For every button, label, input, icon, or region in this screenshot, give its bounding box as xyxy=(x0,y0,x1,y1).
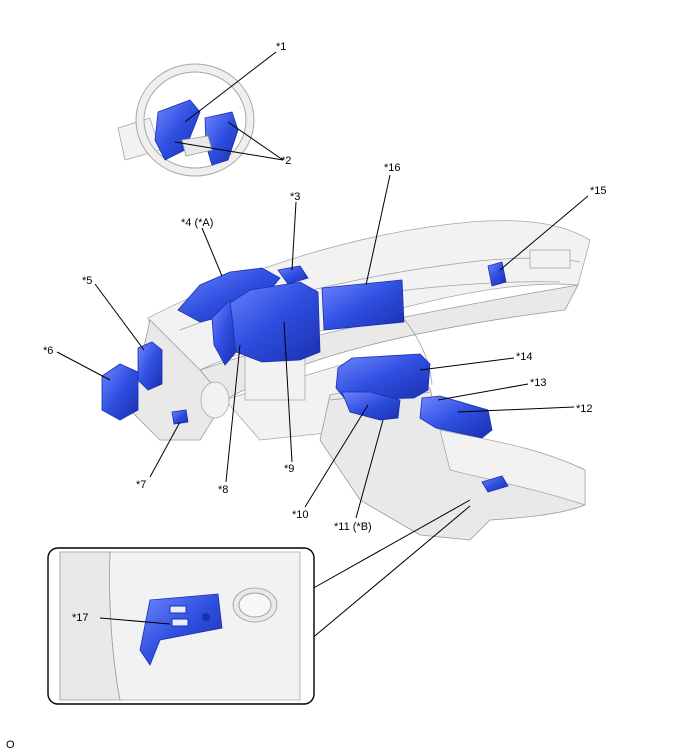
figure-code: O xyxy=(6,739,15,751)
steering-wheel xyxy=(117,63,255,177)
part-3 xyxy=(277,265,309,285)
leader-lines xyxy=(56,51,589,625)
callout-5: *5 xyxy=(82,275,92,287)
part-rear-console xyxy=(481,475,509,493)
detail-inset xyxy=(47,499,471,705)
callout-11: *11 (*B) xyxy=(334,521,372,533)
part-9-cluster xyxy=(221,281,321,363)
callout-labels: *1 *2 *3 *4 (*A) *5 *6 *7 *8 *9 *10 *11 … xyxy=(43,41,607,624)
part-7 xyxy=(171,409,189,425)
part-10-11 xyxy=(341,391,401,421)
callout-15: *15 xyxy=(590,185,607,197)
callout-13: *13 xyxy=(530,377,547,389)
callout-7: *7 xyxy=(136,479,146,491)
callout-16: *16 xyxy=(384,162,401,174)
part-15 xyxy=(487,261,507,287)
part-16-display xyxy=(321,279,405,331)
callout-9: *9 xyxy=(284,463,294,475)
callout-8: *8 xyxy=(218,484,228,496)
part-5 xyxy=(137,341,163,391)
part-8-cluster-hood xyxy=(211,299,237,366)
callout-10: *10 xyxy=(292,509,309,521)
part-4 xyxy=(177,267,281,323)
callout-17: *17 xyxy=(72,612,89,624)
callout-6: *6 xyxy=(43,345,53,357)
callout-14: *14 xyxy=(516,351,533,363)
callout-2: *2 xyxy=(281,155,291,167)
callout-4: *4 (*A) xyxy=(181,217,213,229)
part-6 xyxy=(101,363,139,421)
part-14 xyxy=(335,353,431,401)
callout-3: *3 xyxy=(290,191,300,203)
usb-port-module xyxy=(139,593,223,666)
callout-1: *1 xyxy=(276,41,286,53)
callout-12: *12 xyxy=(576,403,593,415)
highlighted-components xyxy=(101,261,509,493)
